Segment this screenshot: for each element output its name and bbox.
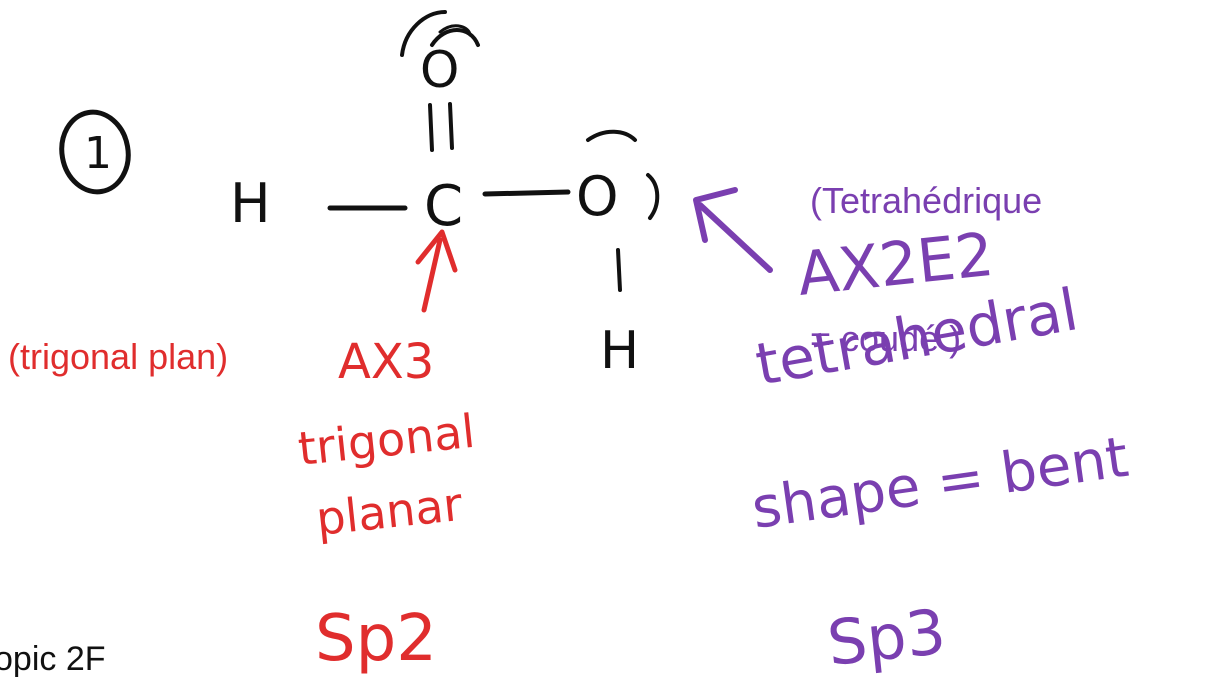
double-bond — [428, 102, 454, 152]
single-bond-o-h — [616, 248, 622, 292]
atom-oxygen-right: O — [576, 165, 619, 228]
lone-pair-arc-1 — [400, 10, 447, 57]
single-bond-c-o — [482, 189, 571, 197]
oxygen-shape: shape = bent — [748, 425, 1132, 542]
atom-carbon: C — [424, 174, 463, 239]
atom-h-left: H — [230, 172, 271, 235]
lone-pair-arc-3 — [438, 24, 472, 37]
red-arrow — [415, 229, 458, 313]
lone-pair-arc-2 — [430, 28, 480, 47]
oxygen-hybridization: Sp3 — [824, 595, 949, 680]
oxygen-typed-label-line2: = coudé ) — [810, 318, 962, 359]
footer-topic: opic 2F — [0, 640, 106, 678]
atom-h-bottom: H — [600, 321, 639, 381]
oxygen-typed-label: (Tetrahédrique = coudé ) — [810, 86, 1042, 408]
step-number-circle: 1 — [59, 109, 131, 195]
carbon-hybridization: Sp2 — [315, 602, 437, 676]
top-oxygen: O — [400, 10, 480, 99]
carbon-geometry-line2: planar — [314, 477, 465, 546]
lone-pair-right-o — [646, 173, 660, 220]
oxygen-typed-label-line1: (Tetrahédrique — [810, 180, 1043, 221]
carbon-ax-notation: AX3 — [338, 334, 434, 390]
carbon-geometry-line1: trigonal — [296, 404, 478, 476]
lone-pair-top-o — [586, 129, 637, 142]
right-oxygen: O — [576, 129, 660, 228]
atom-oxygen-top: O — [420, 41, 459, 99]
purple-arrow — [693, 187, 773, 273]
carbon-typed-label: (trigonal plan) — [8, 336, 229, 377]
step-number: 1 — [84, 128, 112, 179]
